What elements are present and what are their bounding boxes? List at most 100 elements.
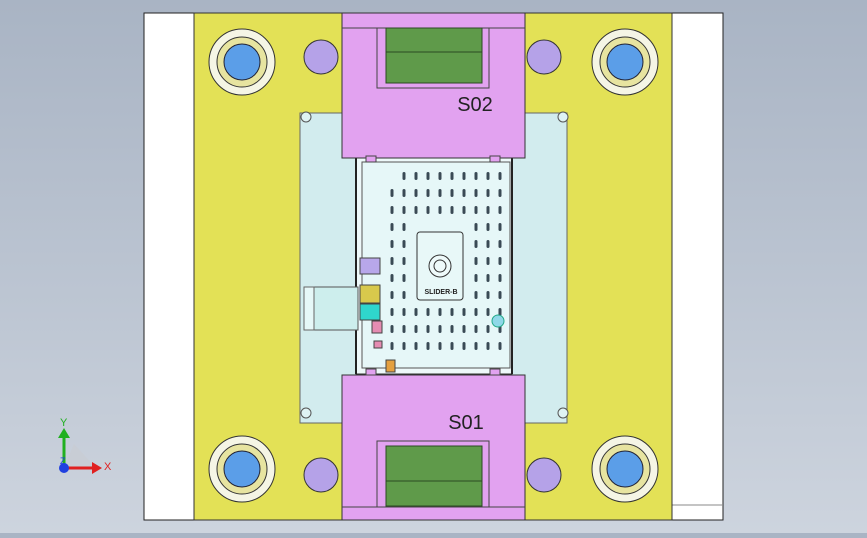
- vent-hole: [402, 206, 406, 214]
- vent-hole: [486, 291, 490, 299]
- vent-hole: [438, 172, 442, 180]
- vent-hole: [486, 274, 490, 282]
- vent-hole: [402, 189, 406, 197]
- vent-hole: [414, 342, 418, 350]
- vent-hole: [390, 342, 394, 350]
- vent-hole: [390, 257, 394, 265]
- vent-hole: [498, 291, 502, 299]
- vent-hole: [498, 240, 502, 248]
- vent-hole: [390, 291, 394, 299]
- vent-hole: [402, 308, 406, 316]
- vent-hole: [438, 206, 442, 214]
- guide-pin-bottom-left[interactable]: [208, 435, 276, 503]
- vent-hole: [438, 342, 442, 350]
- vent-hole: [498, 274, 502, 282]
- vent-hole: [450, 206, 454, 214]
- vent-hole: [474, 172, 478, 180]
- vent-hole: [474, 189, 478, 197]
- vent-hole: [426, 325, 430, 333]
- vent-hole: [402, 274, 406, 282]
- vent-hole: [486, 206, 490, 214]
- axis-x-label: X: [104, 461, 112, 473]
- vent-hole: [426, 308, 430, 316]
- vent-hole: [498, 257, 502, 265]
- vent-hole: [450, 189, 454, 197]
- vent-hole: [486, 257, 490, 265]
- slider-s01[interactable]: S01: [341, 368, 526, 521]
- guide-pin-top-left[interactable]: [208, 28, 276, 96]
- slider-label-s02: S02: [457, 94, 493, 116]
- vent-hole: [474, 257, 478, 265]
- vent-hole: [402, 223, 406, 231]
- vent-hole: [462, 342, 466, 350]
- vent-hole: [486, 189, 490, 197]
- vent-hole: [498, 223, 502, 231]
- vent-hole: [402, 172, 406, 180]
- vent-hole: [402, 240, 406, 248]
- vent-hole: [474, 325, 478, 333]
- vent-hole: [402, 291, 406, 299]
- vent-hole: [474, 240, 478, 248]
- vent-hole: [462, 172, 466, 180]
- vent-hole: [498, 308, 502, 316]
- vent-hole: [390, 240, 394, 248]
- vent-hole: [438, 325, 442, 333]
- vent-hole: [426, 206, 430, 214]
- slider-label-s01: S01: [448, 412, 484, 434]
- vent-hole: [390, 274, 394, 282]
- screw-bottom-right[interactable]: [526, 457, 562, 493]
- vent-hole: [438, 308, 442, 316]
- vent-hole: [414, 172, 418, 180]
- vent-hole: [426, 172, 430, 180]
- vent-hole: [498, 342, 502, 350]
- vent-hole: [486, 223, 490, 231]
- vent-hole: [474, 274, 478, 282]
- guide-pin-top-right[interactable]: [591, 28, 659, 96]
- vent-hole: [474, 308, 478, 316]
- vent-hole: [474, 206, 478, 214]
- vent-hole: [450, 172, 454, 180]
- vent-hole: [498, 189, 502, 197]
- vent-hole: [438, 189, 442, 197]
- vent-hole: [414, 308, 418, 316]
- vent-hole: [390, 308, 394, 316]
- vent-hole: [390, 325, 394, 333]
- vent-hole: [414, 189, 418, 197]
- axis-z-label: Z: [60, 456, 66, 466]
- vent-hole: [402, 257, 406, 265]
- axis-triad: X Y Z: [58, 417, 112, 474]
- vent-hole: [474, 291, 478, 299]
- vent-hole: [486, 308, 490, 316]
- vent-hole: [390, 206, 394, 214]
- vent-hole: [486, 342, 490, 350]
- vent-hole: [450, 325, 454, 333]
- vent-hole: [390, 223, 394, 231]
- vent-hole: [462, 206, 466, 214]
- vent-hole: [462, 308, 466, 316]
- vent-hole: [414, 206, 418, 214]
- vent-hole: [486, 240, 490, 248]
- vent-hole: [450, 342, 454, 350]
- vent-hole: [486, 325, 490, 333]
- vent-hole: [474, 342, 478, 350]
- vent-hole-grid: [390, 172, 502, 350]
- vent-hole: [414, 325, 418, 333]
- vent-hole: [486, 172, 490, 180]
- cavity-block[interactable]: SLIDER-B: [299, 111, 569, 424]
- screw-top-right[interactable]: [526, 39, 562, 75]
- vent-hole: [402, 325, 406, 333]
- vent-hole: [498, 172, 502, 180]
- vent-hole: [390, 189, 394, 197]
- vent-hole: [474, 223, 478, 231]
- screw-bottom-left[interactable]: [303, 457, 339, 493]
- guide-pin-bottom-right[interactable]: [591, 435, 659, 503]
- vent-hole: [402, 342, 406, 350]
- engraving-label: SLIDER-B: [424, 289, 457, 296]
- vent-hole: [450, 308, 454, 316]
- slider-s02[interactable]: S02: [341, 12, 526, 163]
- vent-hole: [426, 189, 430, 197]
- screw-top-left[interactable]: [303, 39, 339, 75]
- vent-hole: [426, 342, 430, 350]
